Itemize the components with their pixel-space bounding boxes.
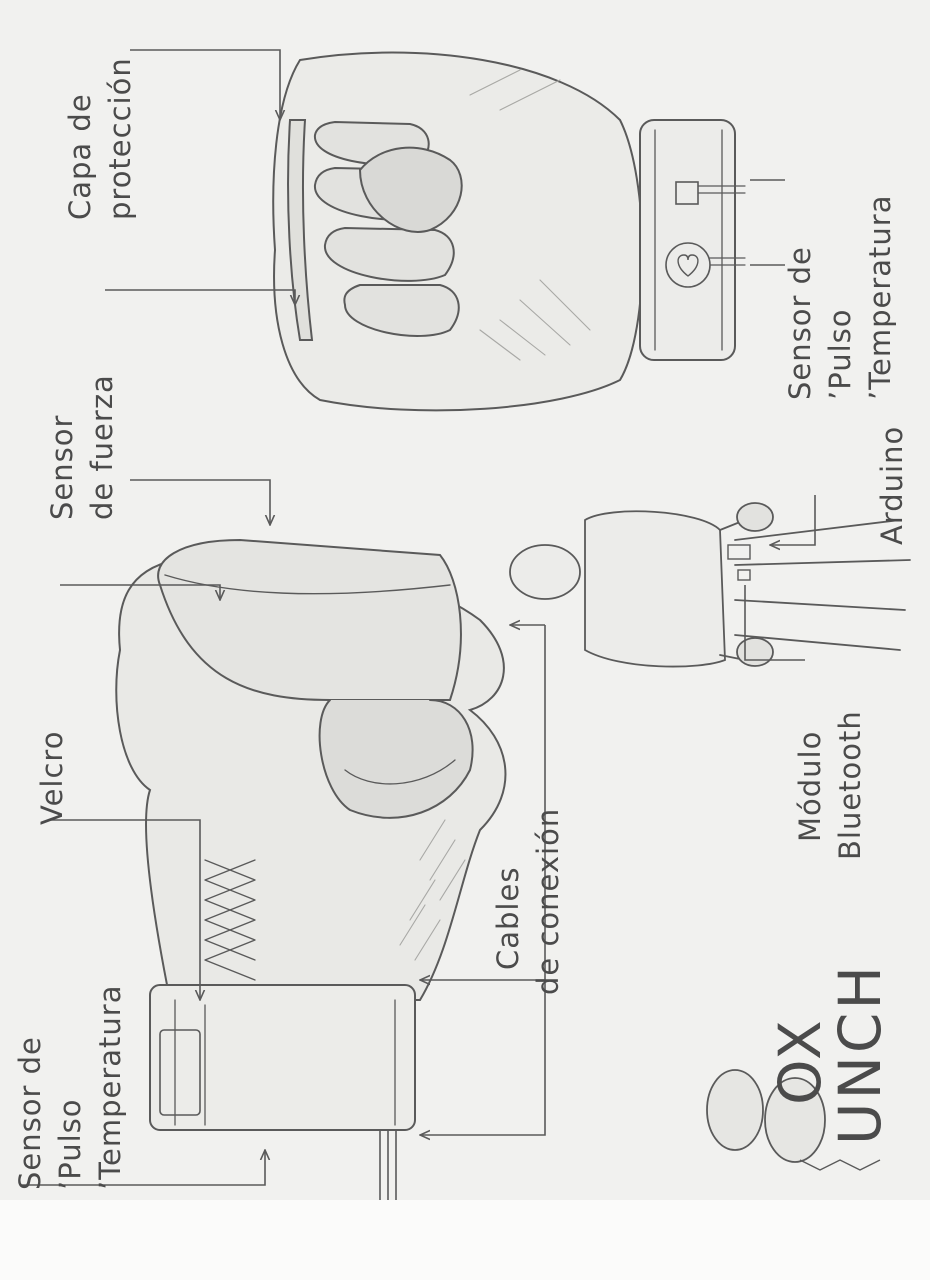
glove-cables bbox=[380, 1130, 396, 1200]
label-capa-de-proteccion: Capa de protección bbox=[60, 57, 140, 220]
boxing-glove-illustration bbox=[116, 540, 505, 1200]
logo-boxpunch: OX UNCH bbox=[770, 963, 890, 1145]
figure-bluetooth bbox=[738, 570, 750, 580]
glove-cuff bbox=[150, 985, 415, 1130]
label-sensor-pulso-temperatura-right: Sensor de ʼPulso ʼTemperatura bbox=[780, 195, 900, 400]
label-sensor-pulso-temperatura-left: Sensor de ʼPulso ʼTemperatura bbox=[10, 985, 130, 1190]
paper-bottom-margin bbox=[0, 1200, 930, 1280]
figure-glove-bottom bbox=[737, 638, 773, 666]
boxer-figure bbox=[510, 503, 910, 667]
label-arduino: Arduino bbox=[872, 426, 912, 545]
figure-glove-top bbox=[737, 503, 773, 531]
figure-torso bbox=[585, 511, 725, 666]
figure-arduino bbox=[728, 545, 750, 559]
label-modulo-bluetooth: Módulo Bluetooth bbox=[790, 710, 870, 860]
wrist-band bbox=[640, 120, 735, 360]
glove-interior-illustration bbox=[273, 53, 745, 411]
interior-outline bbox=[273, 53, 642, 411]
label-velcro: Velcro bbox=[32, 731, 72, 825]
label-cables-de-conexion: Cables de conexión bbox=[488, 808, 568, 995]
label-sensor-de-fuerza: Sensor de fuerza bbox=[42, 374, 122, 520]
figure-head bbox=[510, 545, 580, 599]
